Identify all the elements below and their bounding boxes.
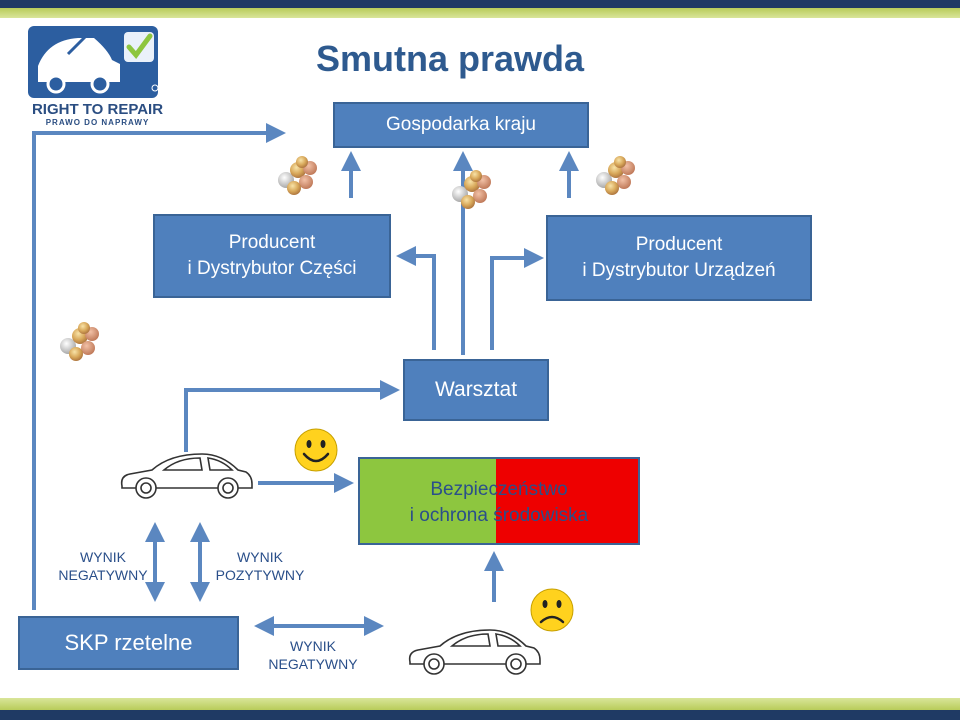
- logo-name: RIGHT TO REPAIR: [31, 101, 164, 118]
- arrow-car-to-warsztat: [184, 380, 400, 452]
- car-icon: [408, 629, 541, 675]
- bezpieczenstwo-line1: Bezpieczeństwo: [430, 479, 568, 500]
- producent-czesci-line1: Producent: [228, 232, 316, 254]
- car-icon: [120, 453, 253, 499]
- smiley-sad-icon: [530, 588, 574, 632]
- wynik-pozytywny-label: WYNIK POZYTYWNY: [210, 548, 310, 584]
- wynik-negatywny-label-2: WYNIK NEGATYWNY: [265, 637, 361, 673]
- producent-urzadzen-line2: i Dystrybutor Urządzeń: [582, 260, 776, 281]
- coins-icon: [596, 156, 635, 195]
- page-title: Smutna prawda: [316, 38, 585, 79]
- producent-czesci-line2: i Dystrybutor Części: [187, 258, 357, 279]
- bezpieczenstwo-line2: i ochrona środowiska: [409, 504, 589, 526]
- bezpieczenstwo-box: Bezpieczeństwo i ochrona środowiska: [358, 457, 640, 545]
- wynik-negatywny-label-1: WYNIK NEGATYWNY: [55, 548, 151, 584]
- wynik-negatywny-1-line2: NEGATYWNY: [58, 567, 148, 584]
- bottom-decor-bar: [0, 698, 960, 720]
- wynik-negatywny-2-line2: NEGATYWNY: [268, 656, 358, 673]
- arrow-warsztat-to-czesci: [396, 246, 436, 350]
- coins-icon: [60, 322, 99, 361]
- gospodarka-label: Gospodarka kraju: [386, 114, 536, 136]
- wynik-pozytywny-line1: WYNIK: [237, 549, 283, 565]
- skp-box: SKP rzetelne: [18, 616, 239, 670]
- arrow-warsztat-to-urzadzen: [490, 248, 544, 350]
- logo-subtitle: PRAWO DO NAPRAWY: [45, 118, 150, 127]
- warsztat-box: Warsztat: [403, 359, 549, 421]
- safety-red-half: [496, 459, 638, 543]
- gospodarka-box: Gospodarka kraju: [333, 102, 589, 148]
- coins-icon: [452, 170, 491, 209]
- smiley-happy-icon: [294, 428, 338, 472]
- coins-icon: [278, 156, 317, 195]
- wynik-negatywny-2-line1: WYNIK: [290, 638, 336, 654]
- logo-car-icon: [28, 26, 159, 98]
- wynik-pozytywny-line2: POZYTYWNY: [215, 567, 305, 584]
- safety-green-half: [360, 459, 496, 543]
- top-decor-bar: [0, 0, 960, 20]
- skp-label: SKP rzetelne: [64, 630, 193, 656]
- arrow-skp-to-gospodarka: [32, 123, 286, 610]
- producent-urzadzen-box: Producent i Dystrybutor Urządzeń: [546, 215, 812, 301]
- warsztat-label: Warsztat: [434, 377, 518, 401]
- producent-czesci-box: Producent i Dystrybutor Części: [153, 214, 391, 298]
- wynik-negatywny-1-line1: WYNIK: [80, 549, 126, 565]
- producent-urzadzen-line1: Producent: [635, 234, 723, 256]
